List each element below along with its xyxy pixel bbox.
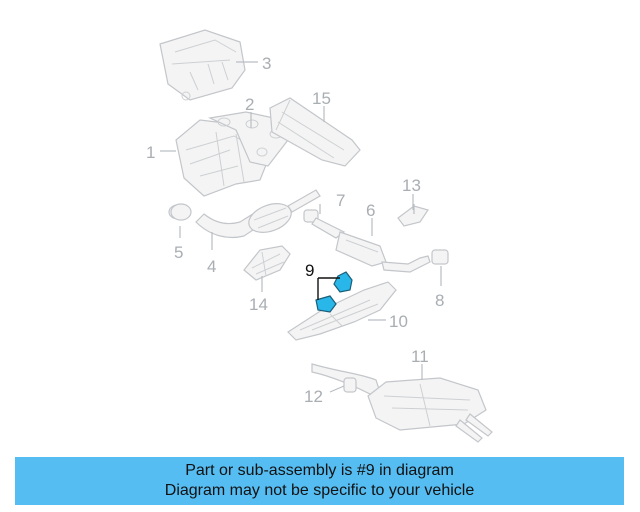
part-12-hanger <box>343 377 357 393</box>
part-5-flange-gasket <box>170 203 192 221</box>
callout-12: 12 <box>304 387 323 406</box>
part-7-clamp <box>303 209 319 223</box>
part-9-upper-bracket <box>333 271 353 293</box>
part-6-center-pipe <box>311 217 431 273</box>
part-15-heat-shield <box>269 97 361 167</box>
callout-4: 4 <box>207 257 216 276</box>
callout-labels: 1 2 3 4 5 6 7 8 9 10 11 12 13 14 15 <box>146 54 444 406</box>
part-11-rear-muffler <box>311 363 493 443</box>
part-4-front-pipe-converter <box>168 189 321 239</box>
callout-2: 2 <box>245 95 254 114</box>
callout-11: 11 <box>411 347 429 366</box>
callout-leaders <box>160 61 442 393</box>
callout-8: 8 <box>435 291 444 310</box>
callout-6: 6 <box>366 201 375 220</box>
banner-line-2: Diagram may not be specific to your vehi… <box>164 482 475 499</box>
callout-10: 10 <box>389 312 408 331</box>
exhaust-parts-diagram: 1 2 3 4 5 6 7 8 9 10 11 12 13 14 15 <box>146 29 493 443</box>
part-3-engine-cover <box>159 29 246 101</box>
part-13-hanger <box>397 205 429 227</box>
banner-line-1: Part or sub-assembly is #9 in diagram <box>185 462 454 479</box>
callout-13: 13 <box>402 176 421 195</box>
part-10-underbody-shield <box>287 281 397 341</box>
callout-14: 14 <box>249 295 268 314</box>
part-9-lower-bracket <box>315 295 337 313</box>
part-14-heat-shield <box>243 245 291 281</box>
callout-3: 3 <box>262 54 271 73</box>
info-banner: Part or sub-assembly is #9 in diagram Di… <box>15 457 624 505</box>
callout-1: 1 <box>146 143 155 162</box>
callout-15: 15 <box>312 89 331 108</box>
callout-9-leader <box>317 277 340 300</box>
callout-5: 5 <box>174 243 183 262</box>
part-8-bracket <box>431 249 449 265</box>
callout-7: 7 <box>336 191 345 210</box>
callout-9: 9 <box>305 261 314 280</box>
part-9-highlighted-hangers <box>315 271 353 313</box>
